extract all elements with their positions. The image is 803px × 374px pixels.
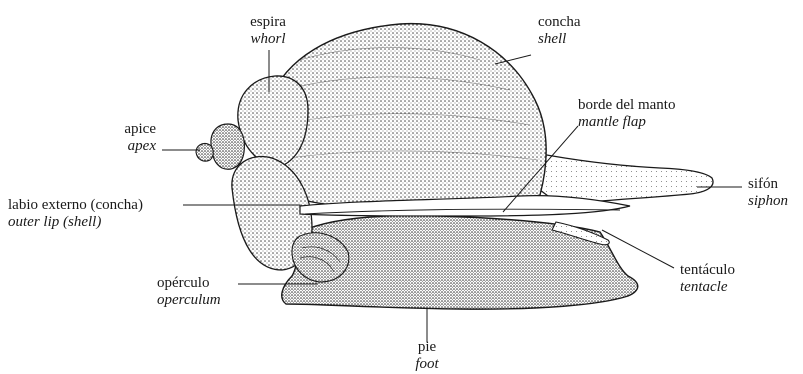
spire-whorl-3 bbox=[211, 124, 244, 169]
label-foot-es: pie bbox=[402, 339, 452, 356]
label-mantle-flap: borde del manto mantle flap bbox=[578, 97, 675, 131]
label-apex: apice apex bbox=[100, 121, 156, 155]
label-shell-en: shell bbox=[538, 31, 580, 48]
label-tentacle: tentáculo tentacle bbox=[680, 262, 735, 296]
label-whorl: espira whorl bbox=[238, 14, 298, 48]
label-foot-en: foot bbox=[402, 356, 452, 373]
label-foot: pie foot bbox=[402, 339, 452, 373]
label-outer-lip: labio externo (concha) outer lip (shell) bbox=[8, 197, 143, 231]
label-whorl-es: espira bbox=[238, 14, 298, 31]
label-operculum-es: opérculo bbox=[157, 275, 221, 292]
label-mantle-es: borde del manto bbox=[578, 97, 675, 114]
label-apex-es: apice bbox=[100, 121, 156, 138]
label-siphon-es: sifón bbox=[748, 176, 788, 193]
label-shell: concha shell bbox=[538, 14, 580, 48]
label-shell-es: concha bbox=[538, 14, 580, 31]
label-outerlip-es: labio externo (concha) bbox=[8, 197, 143, 214]
label-operculum-en: operculum bbox=[157, 292, 221, 309]
label-operculum: opérculo operculum bbox=[157, 275, 221, 309]
spire-whorl-2 bbox=[238, 76, 308, 166]
label-outerlip-en: outer lip (shell) bbox=[8, 214, 143, 231]
label-whorl-en: whorl bbox=[238, 31, 298, 48]
label-tentacle-es: tentáculo bbox=[680, 262, 735, 279]
label-apex-en: apex bbox=[100, 138, 156, 155]
label-tentacle-en: tentacle bbox=[680, 279, 735, 296]
label-siphon-en: siphon bbox=[748, 193, 788, 210]
apex-shape bbox=[196, 143, 213, 161]
label-siphon: sifón siphon bbox=[748, 176, 788, 210]
label-mantle-en: mantle flap bbox=[578, 114, 675, 131]
